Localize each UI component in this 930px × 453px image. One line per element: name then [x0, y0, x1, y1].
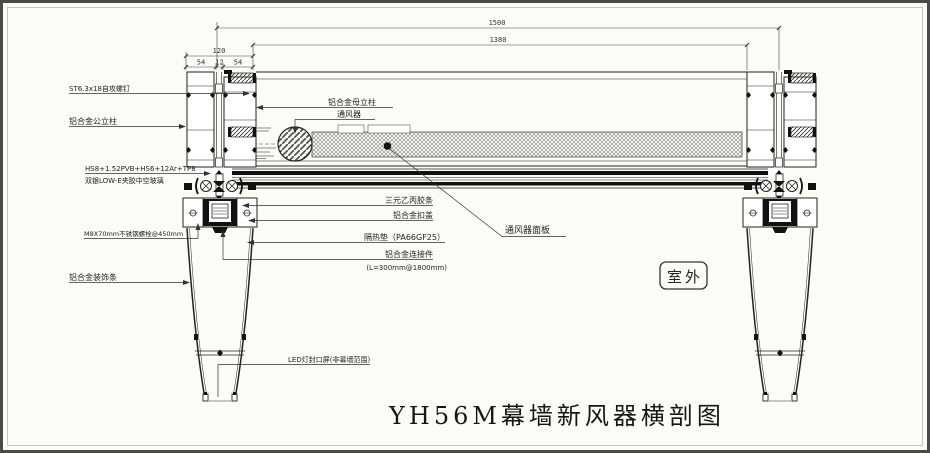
sheet-inner-border — [7, 7, 923, 446]
label-trim-strip: 铝合金装饰条 — [69, 272, 117, 282]
label-female-mullion: 铝合金母立柱 — [328, 97, 376, 107]
dim-sub-left: 54 — [197, 59, 205, 67]
dim-mullion-width: 120 — [213, 47, 226, 55]
tiny-annotation-marks — [252, 127, 276, 159]
label-anchor-bolt: M8X70mm不锈钢螺栓@450mm — [84, 229, 183, 238]
label-glass-spec-2: 双银LOW-E夹胶中空玻璃 — [85, 176, 164, 185]
dim-inner-width: 1380 — [490, 36, 507, 44]
leader-arrows — [179, 91, 298, 285]
label-epdm-gasket: 三元乙丙胶条 — [385, 195, 433, 205]
label-ventilator: 通风器 — [337, 109, 361, 119]
outdoor-tag: 室外 — [659, 261, 708, 290]
dim-sub-right: 54 — [234, 59, 242, 67]
label-connector-2: (L=300mm@1800mm) — [366, 264, 447, 272]
right-mullion-module — [742, 69, 818, 402]
dim-sub-mid: 12 — [215, 59, 223, 67]
dim-total-width: 1500 — [489, 19, 506, 27]
label-vent-panel: 通风器面板 — [505, 224, 550, 236]
label-thermal-pad: 隔热垫（PA66GF25） — [364, 232, 445, 242]
label-connector-1: 铝合金连接件 — [385, 249, 433, 259]
vent-filter-strip — [311, 131, 743, 158]
outdoor-tag-text: 室外 — [667, 268, 703, 286]
panel-reference-dot — [383, 142, 392, 150]
glass-unit — [232, 168, 768, 189]
label-snap-cover: 铝合金扣盖 — [393, 210, 433, 220]
drawing-title: YH56M幕墙新风器横剖图 — [388, 402, 725, 430]
label-male-mullion: 铝合金公立柱 — [69, 116, 117, 126]
dimensions — [183, 22, 782, 70]
label-glass-spec-1: HS8+1.52PVB+HS6+12Ar+TP8 — [85, 165, 196, 173]
ventilator-body — [252, 71, 747, 167]
left-mullion-module — [182, 69, 258, 402]
label-screw: ST6.3x18自攻螺钉 — [69, 84, 130, 93]
label-led-cover: LED灯封口屏(非幕墙范围) — [288, 355, 370, 364]
